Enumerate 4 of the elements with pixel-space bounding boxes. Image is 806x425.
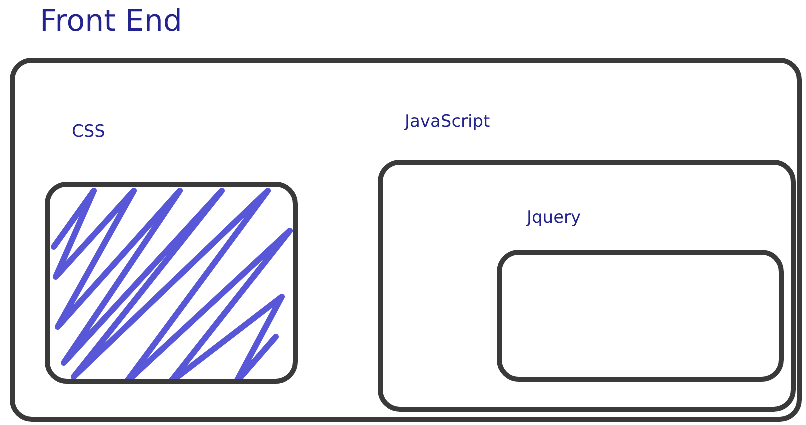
heading: JavaScript xyxy=(405,112,490,132)
heading: Jquery xyxy=(527,208,582,228)
heading: Front End xyxy=(40,4,182,39)
heading: CSS xyxy=(72,122,106,142)
